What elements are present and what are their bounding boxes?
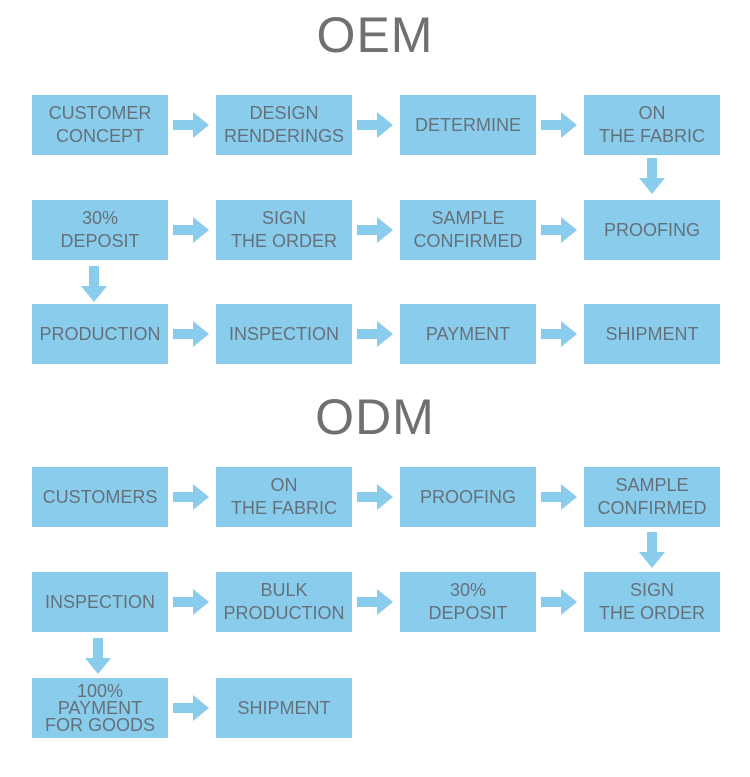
arrow-right-icon [357, 321, 393, 347]
arrow-right-icon [173, 589, 209, 615]
odm-step-box: BULK PRODUCTION [216, 572, 352, 632]
odm-step-label: PROOFING [419, 486, 516, 507]
oem-step-label: DETERMINE [414, 114, 521, 135]
arrow-down-icon [81, 266, 107, 302]
odm-step-box: SHIPMENT [216, 678, 352, 738]
oem-step-label: DESIGN RENDERINGS [223, 103, 344, 146]
oem-step-box: INSPECTION [216, 304, 352, 364]
oem-step-box: PRODUCTION [32, 304, 168, 364]
oem-step-label: SIGN THE ORDER [230, 208, 337, 251]
arrow-right-icon [357, 484, 393, 510]
oem-step-box: PAYMENT [400, 304, 536, 364]
oem-step-box: DETERMINE [400, 95, 536, 155]
arrow-right-icon [173, 695, 209, 721]
odm-step-label: SHIPMENT [237, 697, 331, 718]
odm-step-label: ON THE FABRIC [230, 475, 337, 518]
oem-step-box: 30% DEPOSIT [32, 200, 168, 260]
arrow-down-icon [639, 532, 665, 568]
arrow-right-icon [357, 217, 393, 243]
oem-title: OEM [316, 7, 434, 63]
odm-step-box: ON THE FABRIC [216, 467, 352, 527]
odm-step-box: SAMPLE CONFIRMED [584, 467, 720, 527]
oem-step-box: SAMPLE CONFIRMED [400, 200, 536, 260]
odm-step-box: INSPECTION [32, 572, 168, 632]
odm-title: ODM [315, 389, 435, 445]
oem-step-label: SHIPMENT [605, 323, 699, 344]
arrow-right-icon [173, 112, 209, 138]
arrow-right-icon [541, 217, 577, 243]
oem-step-box: PROOFING [584, 200, 720, 260]
oem-step-box: ON THE FABRIC [584, 95, 720, 155]
oem-step-label: ON THE FABRIC [598, 103, 705, 146]
arrow-right-icon [541, 484, 577, 510]
odm-step-label: 100% PAYMENT FOR GOODS [44, 680, 155, 735]
odm-step-label: BULK PRODUCTION [223, 580, 345, 623]
odm-step-label: SIGN THE ORDER [598, 580, 705, 623]
oem-step-box: CUSTOMER CONCEPT [32, 95, 168, 155]
oem-step-label: PRODUCTION [39, 323, 161, 344]
oem-step-box: SHIPMENT [584, 304, 720, 364]
arrow-right-icon [541, 589, 577, 615]
odm-step-box: SIGN THE ORDER [584, 572, 720, 632]
odm-step-box: CUSTOMERS [32, 467, 168, 527]
oem-step-label: INSPECTION [228, 323, 339, 344]
oem-step-box: SIGN THE ORDER [216, 200, 352, 260]
arrow-right-icon [173, 321, 209, 347]
oem-step-label: PAYMENT [425, 323, 511, 344]
odm-step-box: PROOFING [400, 467, 536, 527]
oem-step-box: DESIGN RENDERINGS [216, 95, 352, 155]
arrow-right-icon [541, 112, 577, 138]
odm-step-label: CUSTOMERS [42, 486, 158, 507]
arrow-right-icon [173, 484, 209, 510]
arrow-right-icon [173, 217, 209, 243]
oem-step-label: CUSTOMER CONCEPT [48, 103, 152, 146]
arrow-right-icon [357, 589, 393, 615]
oem-step-label: 30% DEPOSIT [60, 208, 140, 251]
odm-step-label: INSPECTION [44, 591, 155, 612]
arrow-right-icon [357, 112, 393, 138]
odm-step-label: SAMPLE CONFIRMED [597, 475, 707, 518]
odm-step-box: 100% PAYMENT FOR GOODS [32, 678, 168, 738]
odm-step-box: 30% DEPOSIT [400, 572, 536, 632]
oem-step-label: SAMPLE CONFIRMED [413, 208, 523, 251]
arrow-down-icon [85, 638, 111, 674]
arrow-right-icon [541, 321, 577, 347]
arrow-down-icon [639, 158, 665, 194]
oem-step-label: PROOFING [603, 219, 700, 240]
odm-step-label: 30% DEPOSIT [428, 580, 508, 623]
